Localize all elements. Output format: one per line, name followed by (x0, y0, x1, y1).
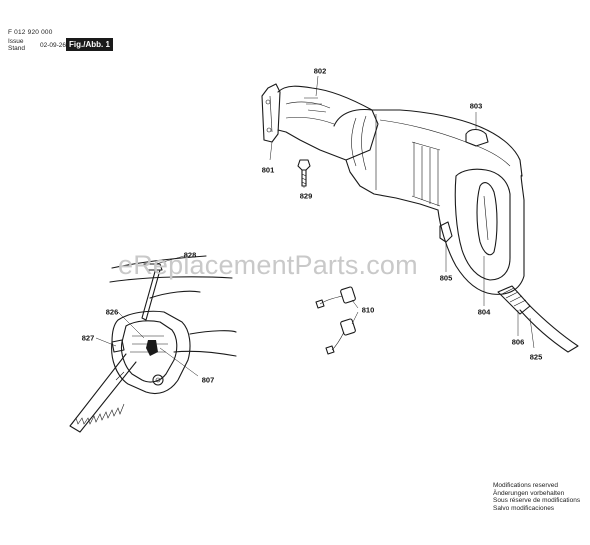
saw-body (261, 83, 579, 353)
note-line-es: Salvo modificaciones (493, 504, 555, 512)
issue-stand-labels: Issue Stand (8, 38, 25, 52)
note-line-fr: Sous réserve de modifications (493, 497, 581, 505)
callout-829: 829 (299, 191, 313, 201)
callout-801: 801 (261, 165, 275, 175)
watermark: eReplacementParts.com (118, 250, 418, 280)
figure-label: Fig./Abb. 1 (66, 38, 113, 51)
modification-notes: Modifications reserved Änderungen vorbeh… (493, 482, 580, 512)
issue-label: Issue (8, 38, 24, 45)
callout-810: 810 (361, 305, 375, 315)
note-line-de: Änderungen vorbehalten (493, 489, 565, 497)
callout-804: 804 (477, 307, 491, 317)
callout-825: 825 (529, 352, 543, 362)
stand-label: Stand (8, 45, 25, 52)
leader-lines (95, 75, 535, 377)
callout-827: 827 (81, 333, 95, 343)
blade-clamp-detail (69, 255, 237, 433)
note-line-en: Modifications reserved (493, 482, 559, 489)
callout-806: 806 (511, 337, 525, 347)
callout-803: 803 (469, 101, 483, 111)
callout-826: 826 (105, 307, 119, 317)
issue-date: 02-09-26 (40, 42, 67, 49)
carbon-brushes-810 (315, 286, 356, 355)
callout-807: 807 (201, 375, 215, 385)
screw-829 (297, 159, 311, 187)
callout-828: 828 (183, 250, 197, 260)
part-code: F 012 920 000 (8, 29, 53, 36)
callout-802: 802 (313, 66, 327, 76)
callout-805: 805 (439, 273, 453, 283)
